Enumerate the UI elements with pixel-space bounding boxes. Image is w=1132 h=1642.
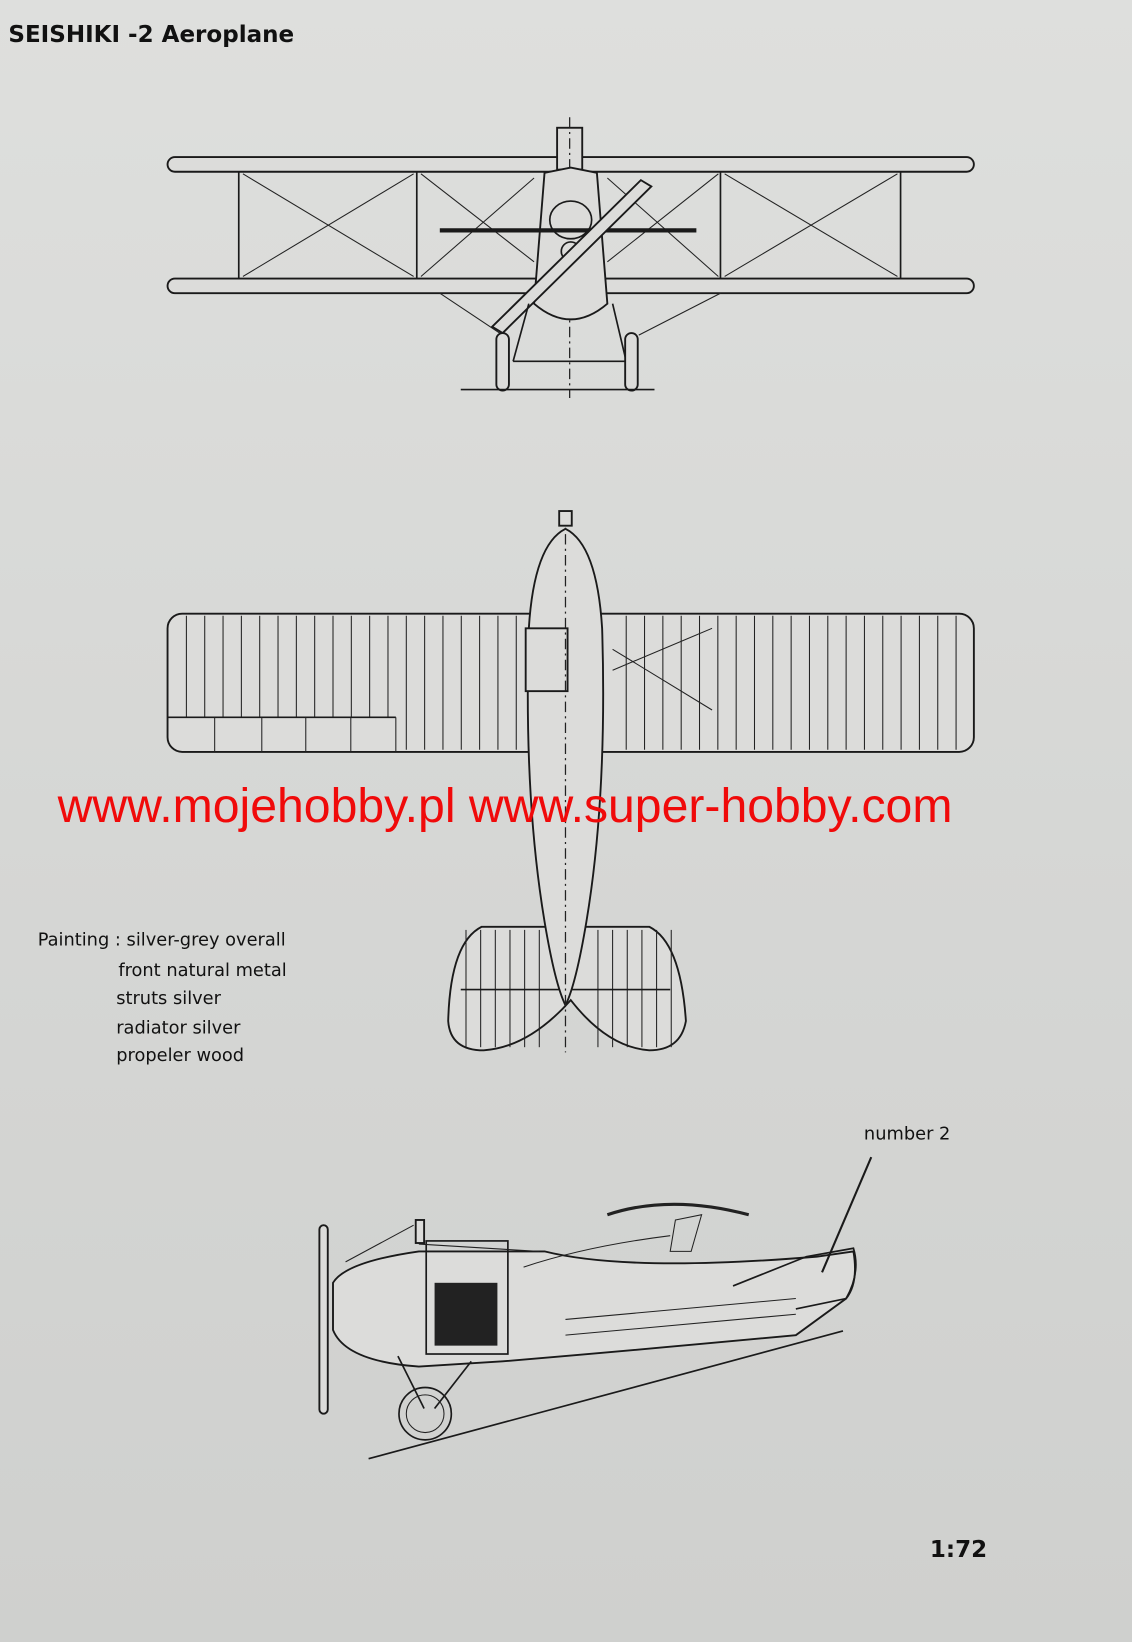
watermark-urls: www.mojehobby.pl www.super-hobby.com	[57, 779, 953, 833]
top-view-drawing	[166, 510, 975, 1053]
painting-line: radiator silver	[116, 1018, 241, 1039]
front-view-drawing	[166, 117, 975, 398]
painting-line: propeler wood	[116, 1045, 244, 1066]
painting-notes: Painting : silver-grey overall front nat…	[38, 930, 287, 1066]
painting-label: Painting : silver-grey overall	[38, 930, 286, 951]
painting-line: struts silver	[116, 988, 221, 1009]
side-view-drawing	[318, 1156, 873, 1460]
painting-line: front natural metal	[118, 960, 286, 981]
callout-number-2: number 2	[864, 1123, 950, 1144]
scale-label: 1:72	[930, 1537, 987, 1563]
sheet-title: SEISHIKI -2 Aeroplane	[8, 22, 294, 48]
